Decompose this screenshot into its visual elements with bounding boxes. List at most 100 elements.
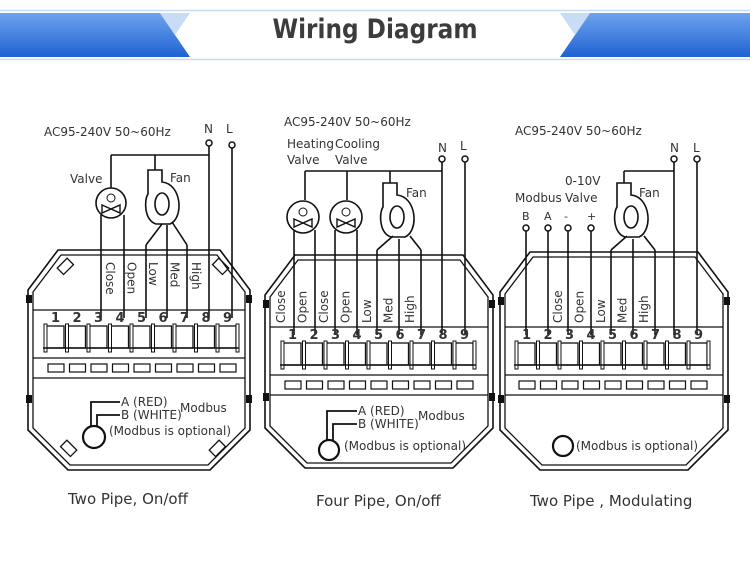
side-clip <box>26 395 32 403</box>
terminal-divider <box>557 340 562 370</box>
side-clip <box>263 393 269 401</box>
fan-rotor-icon <box>389 205 405 229</box>
side-clip <box>246 395 252 403</box>
terminal-slot <box>413 380 431 390</box>
terminal-number: 5 <box>137 311 146 326</box>
side-clip <box>26 295 32 303</box>
modbus-port-icon <box>551 434 575 458</box>
terminal-divider <box>431 340 435 370</box>
terminal-number: 7 <box>651 328 660 343</box>
fan-low-wire <box>145 223 163 246</box>
terminal-number: 4 <box>353 328 362 343</box>
device-inner-outline <box>504 256 724 466</box>
terminal-number: 4 <box>116 311 125 326</box>
terminal-label: Low <box>146 262 160 286</box>
terminal-number: 2 <box>73 311 82 326</box>
terminal-divider <box>665 340 669 370</box>
terminal-slot <box>604 380 622 390</box>
device-outline <box>264 254 494 469</box>
signal-terminal <box>587 224 595 232</box>
cooling-valve-sublabel: Valve <box>335 153 367 167</box>
terminal-divider <box>686 340 691 370</box>
terminal-block <box>666 342 687 366</box>
terminal-divider <box>151 323 155 353</box>
modbus-note: (Modbus is optional) <box>344 439 466 453</box>
modbus-header-label: Modbus <box>515 191 562 205</box>
terminal-slot <box>176 363 194 373</box>
live-terminal <box>461 155 469 163</box>
modbus-b-label: B (WHITE) <box>121 408 182 422</box>
terminal-block <box>688 342 708 366</box>
panel-four-pipe-onoff: AC95-240V 50~60HzHeatingValveCoolingValv… <box>263 115 495 469</box>
terminal-divider <box>235 323 240 353</box>
header-banner: Wiring Diagram <box>0 0 750 70</box>
terminal-block <box>411 342 431 366</box>
side-clip <box>724 297 730 305</box>
terminal-number: 6 <box>630 328 639 343</box>
terminal-divider <box>43 323 48 353</box>
banner-graphic <box>0 9 750 61</box>
modbus-port-icon <box>317 438 341 462</box>
terminal-block <box>346 342 367 366</box>
motor-icon <box>341 207 351 217</box>
cooling-valve-icon <box>329 200 363 234</box>
device-inner-outline <box>32 254 246 466</box>
terminal-slot <box>111 363 130 373</box>
terminal-divider <box>280 340 285 370</box>
terminal-label: High <box>403 295 417 323</box>
terminal-label: Close <box>551 290 565 323</box>
terminal-slot <box>133 363 151 373</box>
cooling-valve-label: Cooling <box>335 137 380 151</box>
terminal-slot <box>647 380 665 390</box>
heating-valve-label: Heating <box>287 137 334 151</box>
corner-tab <box>59 439 78 458</box>
terminal-divider <box>514 340 519 370</box>
fan-label: Fan <box>170 171 191 185</box>
terminal-divider <box>108 323 112 353</box>
terminal-number: 3 <box>94 311 103 326</box>
terminal-block <box>368 342 388 366</box>
fan-high-wire <box>643 235 656 251</box>
live-label: L <box>460 139 467 153</box>
signal-terminal <box>544 224 552 232</box>
terminal-number: 9 <box>460 328 469 343</box>
terminal-divider <box>536 340 540 370</box>
neutral-label: N <box>670 141 679 155</box>
terminal-block <box>623 342 644 366</box>
terminal-divider <box>194 323 198 353</box>
fan-low-wire <box>376 235 394 251</box>
terminal-slot <box>518 380 536 390</box>
side-clip <box>498 297 504 305</box>
terminal-number: 8 <box>202 311 211 326</box>
modbus-note: (Modbus is optional) <box>576 439 698 453</box>
fan-label: Fan <box>406 186 427 200</box>
terminal-slot <box>391 380 410 390</box>
terminal-block <box>131 325 151 349</box>
live-label: L <box>226 122 233 136</box>
modbus-port-icon <box>81 424 107 450</box>
fan-icon <box>379 182 415 238</box>
signal-terminal-label: - <box>564 210 568 223</box>
terminal-label: Med <box>168 262 182 287</box>
terminal-label: High <box>637 295 651 323</box>
terminal-divider <box>643 340 648 370</box>
device-outline <box>499 251 729 471</box>
terminal-block <box>580 342 601 366</box>
modbus-b-wire <box>332 423 357 440</box>
terminal-block <box>325 342 345 366</box>
analog-valve-label: 0-10V <box>565 174 601 188</box>
signal-terminal-label: + <box>587 210 596 223</box>
terminal-slot <box>305 380 324 390</box>
modbus-a-wire <box>90 401 120 426</box>
side-clip <box>246 295 252 303</box>
fan-label: Fan <box>639 186 660 200</box>
terminal-slot <box>327 380 345 390</box>
fan-icon <box>144 169 180 225</box>
terminal-number: 3 <box>565 328 574 343</box>
terminal-divider <box>172 323 177 353</box>
power-spec: AC95-240V 50~60Hz <box>44 125 171 139</box>
neutral-terminal <box>205 139 213 147</box>
terminal-divider <box>129 323 134 353</box>
